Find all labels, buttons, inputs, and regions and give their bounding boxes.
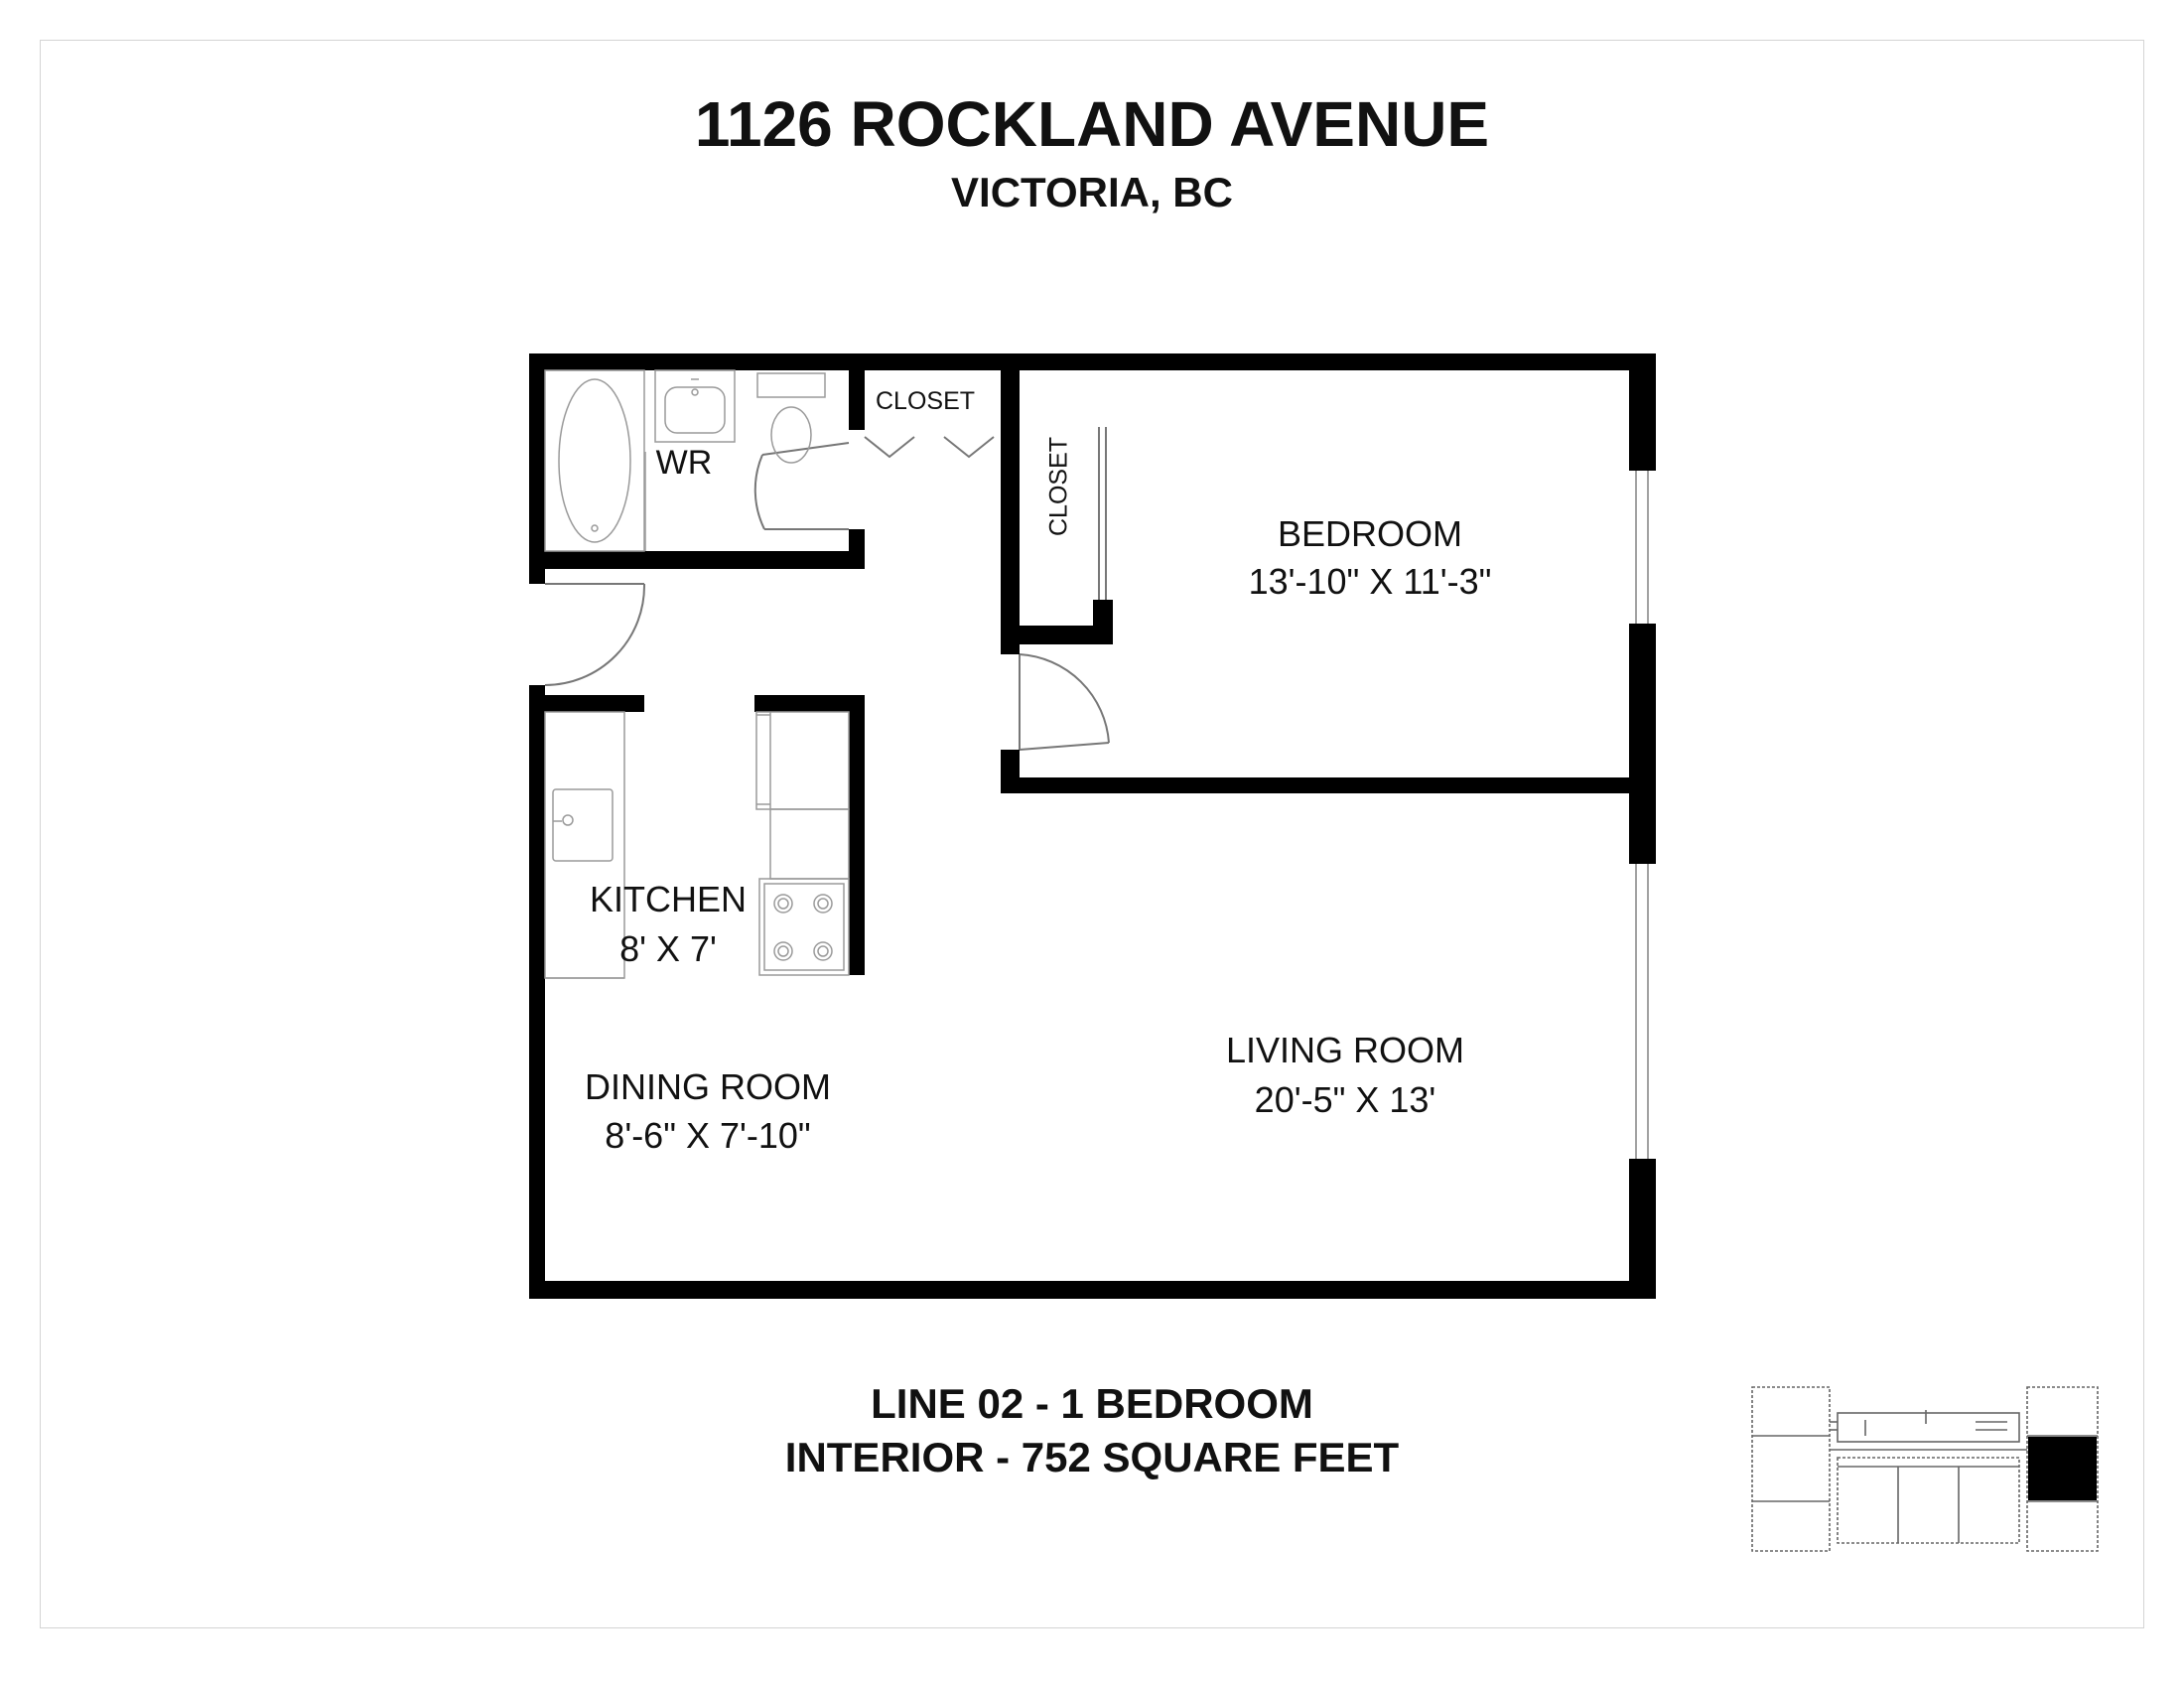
living-room-size: 20'-5" X 13'	[1255, 1079, 1436, 1120]
kitchen-label: KITCHEN	[590, 879, 747, 919]
sink-icon	[654, 369, 736, 443]
bedroom-closet-label: CLOSET	[1045, 437, 1073, 536]
kitchen-sink-icon	[544, 711, 625, 979]
dining-room-label: DINING ROOM	[585, 1066, 831, 1107]
unit-highlight	[2028, 1437, 2097, 1500]
property-city: VICTORIA, BC	[951, 169, 1233, 215]
living-room-label: LIVING ROOM	[1226, 1030, 1464, 1070]
counter	[769, 808, 850, 880]
walls	[529, 353, 1656, 1299]
doors	[544, 427, 1110, 751]
property-title: 1126 ROCKLAND AVENUE	[694, 88, 1490, 160]
refrigerator-icon	[755, 711, 850, 810]
toilet-icon	[756, 372, 826, 464]
room-labels: WR CLOSET CLOSET BEDROOM 13'-10" X 11'-3…	[585, 387, 1491, 1156]
hall-closet-label: CLOSET	[876, 387, 975, 415]
bathtub-icon	[544, 369, 645, 552]
unit-line: LINE 02 - 1 BEDROOM	[871, 1380, 1313, 1427]
bedroom-size: 13'-10" X 11'-3"	[1249, 561, 1492, 602]
wr-label: WR	[656, 444, 713, 482]
page-frame	[40, 40, 2144, 1628]
kitchen-size: 8' X 7'	[619, 928, 717, 969]
unit-area: INTERIOR - 752 SQUARE FEET	[784, 1434, 1400, 1480]
key-plan	[1751, 1386, 2099, 1552]
dining-room-size: 8'-6" X 7'-10"	[605, 1115, 810, 1156]
bedroom-label: BEDROOM	[1278, 513, 1462, 554]
fixtures	[544, 369, 850, 979]
windows	[1635, 471, 1649, 1159]
stove-icon	[758, 878, 850, 976]
